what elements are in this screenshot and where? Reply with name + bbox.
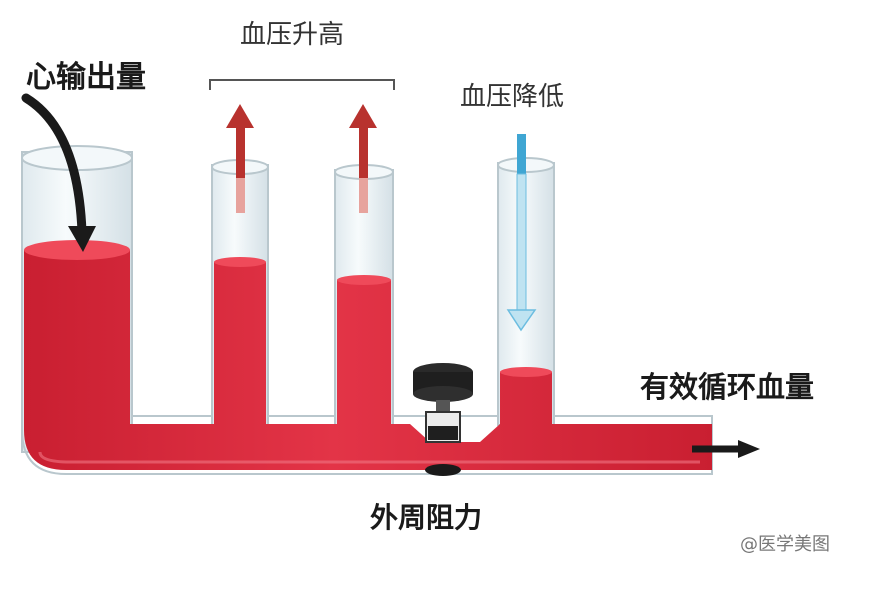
pipe-sheen [38,451,700,464]
bp-rise-label: 血压升高 [240,20,345,50]
blood-surface-tube-2 [337,275,391,285]
up-arrow-2-tail [359,178,368,213]
down-arrow-shaft [517,134,526,174]
up-arrow-2-head [349,104,377,128]
valve-knob-bottom [413,386,473,402]
blood-surface-tube-1 [214,257,266,267]
bp-rise-bracket [209,79,395,90]
up-arrow-2-shaft [359,125,368,213]
down-arrow-head [506,309,537,332]
cardiac-output-label: 心输出量 [26,60,146,95]
blood-column [24,243,712,470]
up-arrow-1-shaft [236,125,245,213]
peripheral-resistance-label: 外周阻力 [370,501,483,534]
horizontal-pipe [21,400,713,475]
up-arrow-1-head [226,104,254,128]
bp-fall-label: 血压降低 [460,82,565,112]
valve-body-shade [428,426,458,440]
effective-volume-label: 有效循环血量 [640,370,815,404]
valve-stem [436,400,450,414]
watermark: @医学美图 [740,534,830,555]
up-arrow-1-tail [236,178,245,213]
outflow-arrow-head [738,440,760,458]
blood-surface-tube-3 [500,367,552,377]
down-arrow-tail [516,173,527,311]
cardiac-output-arrow [21,93,87,237]
blood-surface-reservoir [24,240,130,260]
cardiac-output-arrowhead [68,226,96,252]
valve-base [425,464,461,476]
